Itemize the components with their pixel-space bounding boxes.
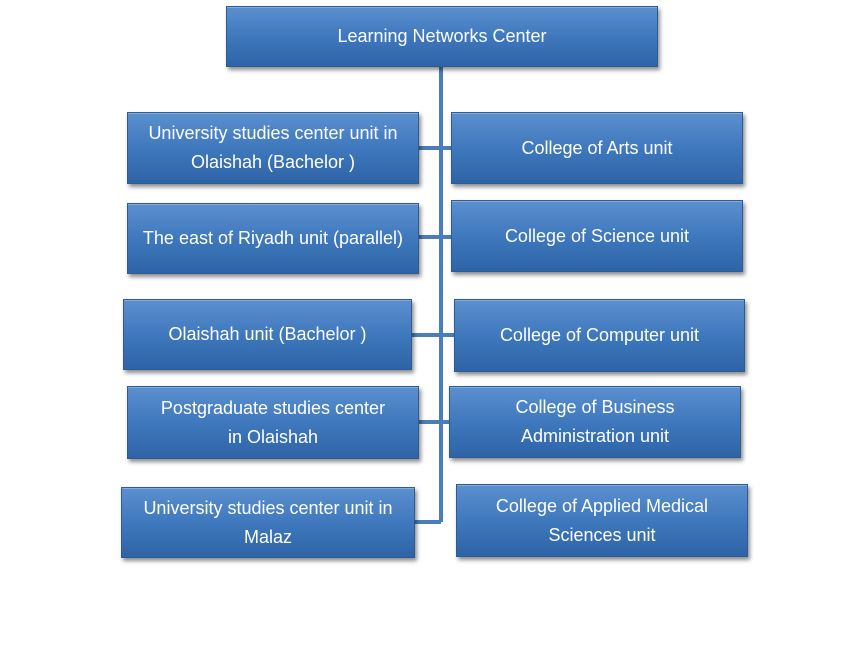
unit-label: College of Arts unit — [521, 137, 673, 158]
unit-postgraduate-olaishah: Postgraduate studies center in Olaishah — [127, 386, 419, 459]
unit-east-riyadh-parallel: The east of Riyadh unit (parallel) — [127, 203, 419, 274]
unit-college-science: College of Science unit — [451, 200, 743, 272]
unit-college-business-administration: College of Business Administration unit — [449, 386, 741, 458]
unit-label: College of Business Administration unit — [515, 397, 675, 446]
unit-label: Olaishah unit (Bachelor ) — [168, 324, 367, 344]
unit-college-arts: College of Arts unit — [451, 112, 743, 184]
unit-label: University studies center unit in Olaish… — [148, 123, 398, 172]
unit-label: College of Computer unit — [499, 325, 700, 345]
unit-label: College of Science unit — [504, 225, 690, 246]
unit-college-computer: College of Computer unit — [454, 299, 745, 372]
unit-olaishah-bachelor: Olaishah unit (Bachelor ) — [123, 299, 412, 370]
unit-college-applied-medical-sciences: College of Applied Medical Sciences unit — [456, 484, 748, 557]
unit-olaishah-bachelor-center: University studies center unit in Olaish… — [127, 112, 419, 184]
unit-label: University studies center unit in Malaz — [143, 497, 393, 547]
unit-label: The east of Riyadh unit (parallel) — [142, 228, 404, 248]
unit-label: Postgraduate studies center in Olaishah — [160, 397, 386, 447]
unit-label: College of Applied Medical Sciences unit — [495, 495, 709, 545]
root-label: Learning Networks Center — [337, 26, 547, 46]
root-node: Learning Networks Center — [226, 6, 658, 67]
unit-malaz-center: University studies center unit in Malaz — [121, 487, 415, 558]
